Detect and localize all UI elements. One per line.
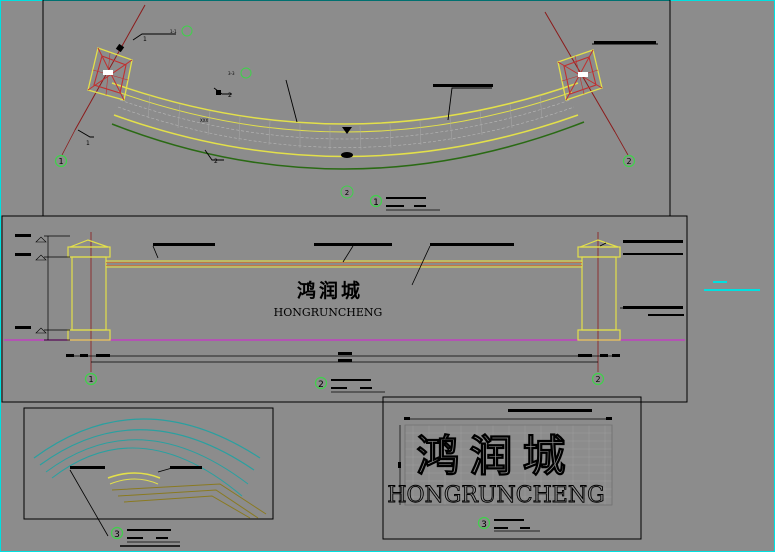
axis-bubble-plan-1 (54, 154, 68, 168)
pavilion-right (557, 49, 603, 101)
svg-text:1: 1 (86, 140, 90, 147)
lintel-beam (105, 260, 583, 268)
view-mark-plan-number: 1 (373, 198, 379, 208)
sign-text-cn: 鸿润城 (297, 279, 363, 302)
typography-text-cn: 鸿润城 (417, 432, 576, 482)
svg-text:3-3: 3-3 (228, 71, 235, 76)
panel-typography: 鸿润城 HONGRUNCHENG 3 (382, 396, 642, 540)
pavilion-left (87, 47, 133, 101)
view-mark-typography-number: 3 (481, 520, 487, 530)
pillar-left (67, 239, 111, 341)
svg-text:2: 2 (345, 189, 349, 197)
pillar-right (577, 239, 621, 341)
axis-label-plan-2: 2 (626, 157, 631, 166)
plan-frame (42, 0, 671, 217)
panel-elevation: 鸿润城 HONGRUNCHENG (1, 215, 760, 403)
svg-text:1: 1 (143, 36, 147, 43)
typography-text-en: HONGRUNCHENG (387, 483, 604, 508)
view-mark-plan (369, 194, 383, 208)
location-frame (23, 407, 274, 520)
plan-beam-outer (111, 82, 579, 125)
axis-label-plan-1: 1 (58, 157, 63, 166)
axis-bubble-elev-1 (84, 372, 98, 386)
axis-bubble-elev-2 (591, 372, 605, 386)
sign-text-en: HONGRUNCHENG (274, 306, 383, 319)
view-mark-location-number: 3 (114, 530, 120, 540)
view-mark-typography (477, 516, 491, 530)
axis-label-elev-1: 1 (88, 375, 93, 384)
plan-paving-arc (111, 121, 585, 170)
plan-beam-inner (117, 91, 573, 133)
svg-text:2: 2 (214, 158, 218, 165)
svg-text:XXX: XXX (200, 118, 208, 123)
axis-bubble-plan-2 (622, 154, 636, 168)
plan-beam-lower (113, 114, 579, 158)
panel-location: 3 (23, 407, 274, 547)
axis-label-elev-2: 2 (595, 375, 600, 384)
view-mark-elevation-number: 2 (318, 380, 324, 390)
svg-text:2: 2 (228, 92, 232, 99)
svg-text:1-1: 1-1 (170, 29, 177, 34)
typography-frame (382, 396, 642, 540)
view-mark-location (110, 526, 124, 540)
elevation-frame (1, 215, 688, 403)
panel-plan: 1-1 3-3 1 1 2 2 XXX 1 2 2 1 (42, 0, 671, 217)
view-mark-elevation (314, 376, 328, 390)
